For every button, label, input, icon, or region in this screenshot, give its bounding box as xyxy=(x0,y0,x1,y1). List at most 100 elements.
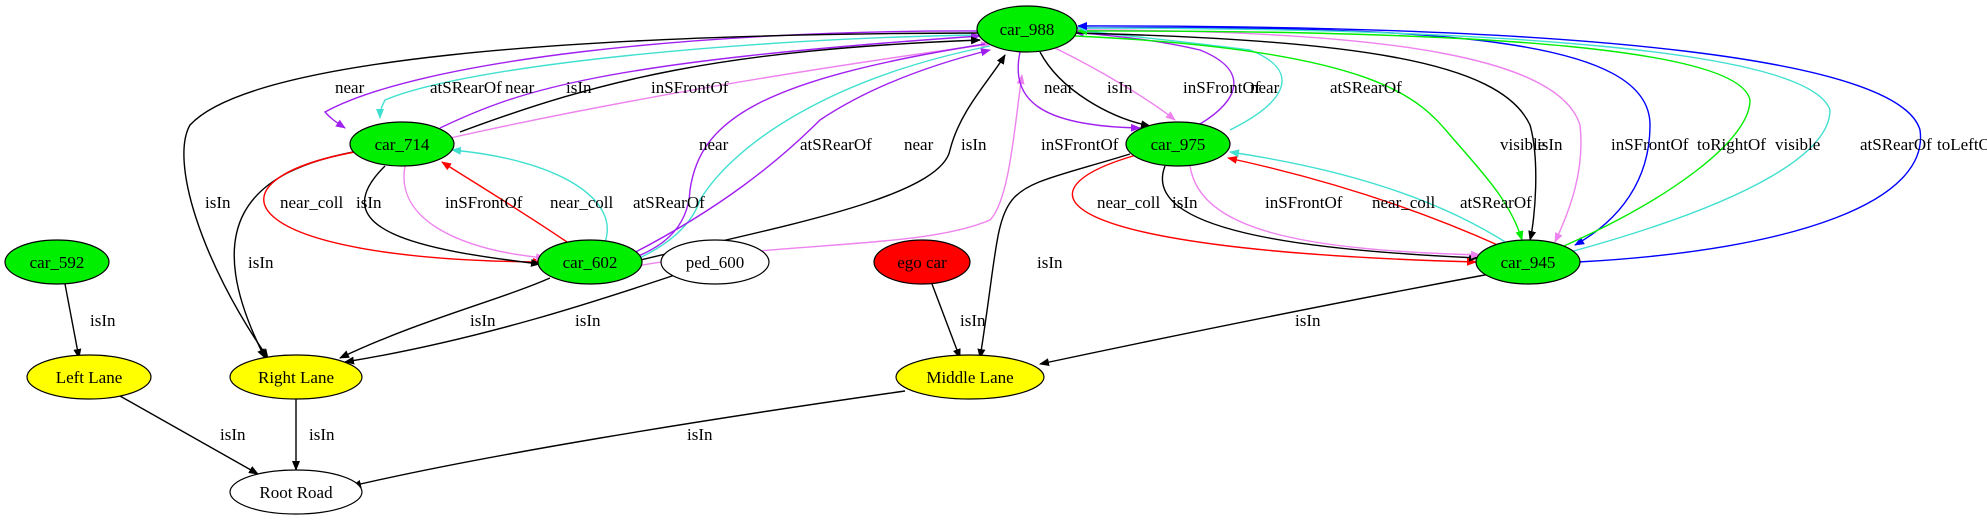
node-car-988: car_988 xyxy=(976,5,1078,53)
edge-car_988-to-right_lane xyxy=(183,32,979,359)
edge-label: inSFrontOf xyxy=(651,78,729,97)
node-label: car_602 xyxy=(563,253,618,272)
edge-ego_car-to-middle_lane xyxy=(931,283,961,359)
edge-label: isIn xyxy=(1107,78,1133,97)
node-car-714: car_714 xyxy=(349,121,455,167)
edge-label: isIn xyxy=(205,193,231,212)
edge-car_945-to-car_975 xyxy=(1229,149,1511,246)
edge-label: isIn xyxy=(1172,193,1198,212)
edge-car_602-to-car_714 xyxy=(441,161,571,245)
edge-label: isIn xyxy=(1537,135,1563,154)
edge-car_988-to-car_945 xyxy=(1075,29,1582,243)
node-car-592: car_592 xyxy=(4,239,110,285)
edge-car_988-to-car_975 xyxy=(1039,51,1151,129)
node-left-lane: Left Lane xyxy=(26,354,152,400)
node-label: ego car xyxy=(897,253,947,272)
edge-label: inSFrontOf xyxy=(1041,135,1119,154)
edge-label: isIn xyxy=(248,253,274,272)
edge-car_975-to-middle_lane xyxy=(977,153,1131,359)
edge-ped_600-to-right_lane xyxy=(344,274,676,365)
edge-car_602-to-car_714 xyxy=(451,146,608,243)
node-shape xyxy=(349,121,455,167)
edge-label: atSRearOf xyxy=(1460,193,1532,212)
edge-label: isIn xyxy=(220,425,246,444)
node-ped-600: ped_600 xyxy=(660,239,770,285)
edge-label: inSFrontOf xyxy=(1611,135,1689,154)
node-car-975: car_975 xyxy=(1125,121,1231,167)
node-shape xyxy=(1125,121,1231,167)
edge-car_714-to-car_988 xyxy=(439,32,981,129)
node-middle-lane: Middle Lane xyxy=(895,354,1045,400)
edge-label: isIn xyxy=(575,311,601,330)
node-label: Left Lane xyxy=(56,368,123,387)
edge-car_945-to-car_988 xyxy=(1077,24,1831,253)
edge-car_602-to-right_lane xyxy=(339,277,551,359)
edge-label: near xyxy=(1044,78,1074,97)
node-shape xyxy=(873,239,971,285)
edge-car_945-to-car_975 xyxy=(1227,155,1501,247)
node-label: Right Lane xyxy=(258,368,334,387)
edge-car_592-to-left_lane xyxy=(64,283,82,359)
node-right-lane: Right Lane xyxy=(229,354,363,400)
edge-left_lane-to-root_road xyxy=(119,395,259,475)
edge-car_975-to-car_988 xyxy=(1074,29,1235,125)
edge-car_945-to-car_988 xyxy=(1077,21,1922,263)
edge-car_714-to-car_602 xyxy=(263,151,543,266)
node-label: car_945 xyxy=(1501,253,1556,272)
edge-car_714-to-car_602 xyxy=(363,165,541,267)
edge-car_714-to-car_988 xyxy=(459,36,981,133)
edge-car_988-to-car_945 xyxy=(1074,35,1524,241)
nodes-layer: car_988 car_714 car_975 car_592 car_602 ped_6… xyxy=(4,5,1581,515)
edge-car_975-to-car_945 xyxy=(1071,153,1477,266)
edge-middle_lane-to-root_road xyxy=(351,390,906,488)
edge-car_602-to-car_988 xyxy=(619,48,991,261)
node-shape xyxy=(537,239,643,285)
node-shape xyxy=(976,5,1078,53)
edge-label: inSFrontOf xyxy=(445,193,523,212)
node-label: car_592 xyxy=(30,253,85,272)
node-shape xyxy=(229,354,363,400)
edge-label: near_coll xyxy=(550,193,614,212)
node-shape xyxy=(4,239,110,285)
edge-label: toRightOf xyxy=(1697,135,1766,154)
edge-label: visible xyxy=(1500,135,1545,154)
edge-car_988-to-car_975 xyxy=(1054,47,1176,121)
edge-label: toLeftOf xyxy=(1937,135,1987,154)
edge-label: isIn xyxy=(687,425,713,444)
node-ego-car: ego car xyxy=(873,239,971,285)
edge-car_714-to-car_602 xyxy=(403,165,546,262)
edge-label: inSFrontOf xyxy=(1265,193,1343,212)
node-label: Root Road xyxy=(259,483,333,502)
edge-car_945-to-car_988 xyxy=(1077,26,1751,251)
edge-label: near_coll xyxy=(1097,193,1161,212)
node-label: ped_600 xyxy=(686,253,745,272)
edge-label: isIn xyxy=(309,425,335,444)
node-label: car_975 xyxy=(1151,135,1206,154)
edge-car_988-to-car_945 xyxy=(1075,26,1651,246)
edge-car_988-to-car_602 xyxy=(621,43,986,264)
edge-label: isIn xyxy=(960,311,986,330)
edge-label: near_coll xyxy=(280,193,344,212)
edge-car_988-to-car_602 xyxy=(625,45,991,265)
edge-label: isIn xyxy=(566,78,592,97)
edge-label: atSRearOf xyxy=(1860,135,1932,154)
edge-label: inSFrontOf xyxy=(1183,78,1261,97)
edge-car_975-to-car_945 xyxy=(1161,165,1479,262)
edge-label: near xyxy=(1250,78,1280,97)
edge-label: near xyxy=(505,78,535,97)
edges-layer xyxy=(64,21,1922,488)
edge-label: near xyxy=(699,135,729,154)
node-car-602: car_602 xyxy=(537,239,643,285)
edge-car_988-to-car_714 xyxy=(376,34,981,119)
edge-car_945-to-middle_lane xyxy=(1039,273,1491,367)
edge-label: isIn xyxy=(356,193,382,212)
node-shape xyxy=(229,469,363,515)
node-car-945: car_945 xyxy=(1475,239,1581,285)
edge-car_988-to-car_945 xyxy=(1075,32,1537,241)
edge-label: near xyxy=(904,135,934,154)
edge-label: visible xyxy=(1775,135,1820,154)
edge-labels-layer: near atSRearOf near isIn inSFrontOf isIn near a… xyxy=(90,78,1987,444)
edge-car_988-to-car_975 xyxy=(1017,51,1141,132)
node-root-road: Root Road xyxy=(229,469,363,515)
